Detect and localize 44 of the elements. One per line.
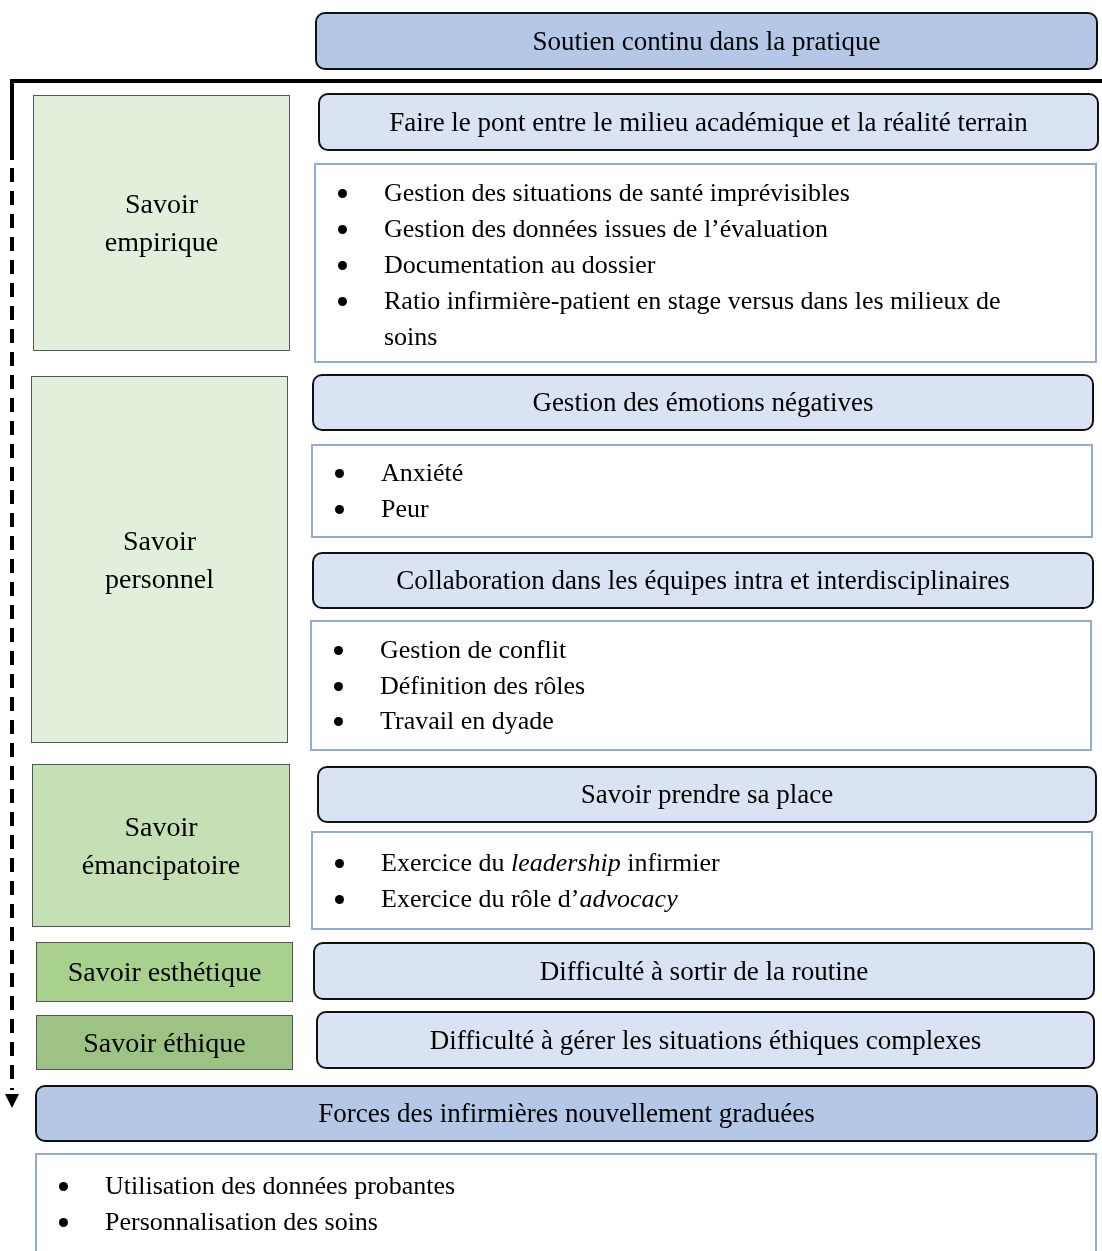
list-box (311, 831, 1093, 930)
heading-text: Faire le pont entre le milieu académique et la réalité terrain (389, 106, 1028, 138)
category-box (36, 1015, 293, 1070)
heading-box (318, 93, 1099, 151)
heading-text: Difficulté à sortir de la routine (539, 955, 869, 987)
list-item-text: Exercice du rôle d’advocacy (381, 882, 679, 915)
heading-text: Savoir prendre sa place (580, 779, 834, 810)
category-box (31, 376, 288, 743)
heading-text: Forces des infirmières nouvellement graduées (318, 1098, 815, 1129)
list-item-text: Anxiété (381, 457, 465, 490)
category-label: Savoir esthétique (67, 955, 262, 990)
category-label: Savoir personnel (104, 523, 215, 596)
list-item-text: Gestion des situations de santé imprévisibles (384, 177, 851, 210)
category-label: Savoir éthique (83, 1025, 246, 1060)
heading-box (312, 374, 1094, 431)
category-box (32, 764, 290, 927)
list-item-text: Documentation au dossier (384, 249, 657, 282)
category-label: Savoir empirique (103, 187, 220, 259)
heading-text: Gestion des émotions négatives (532, 387, 874, 418)
list-item-text: Définition des rôles (380, 669, 587, 702)
heading-box (313, 942, 1095, 1000)
heading-text: Soutien continu dans la pratique (532, 25, 881, 57)
list-box (314, 163, 1097, 363)
list-item-text: Gestion des données issues de l’évaluation (384, 213, 830, 246)
list-item-text: Gestion de conflit (380, 633, 568, 666)
heading-box (315, 12, 1098, 70)
list-box (311, 444, 1093, 538)
heading-box (312, 552, 1094, 609)
heading-box (316, 1011, 1095, 1069)
list-item-text: Travail en dyade (380, 705, 555, 738)
category-label: Savoir émancipatoire (80, 809, 242, 882)
category-box (36, 942, 293, 1002)
list-item-text: Personnalisation des soins (105, 1206, 379, 1238)
list-item-text: Ratio infirmière-patient en stage versus dans les milieux de soins (384, 284, 1002, 353)
heading-text: Collaboration dans les équipes intra et interdisciplinaires (396, 565, 1010, 596)
heading-box (317, 766, 1097, 823)
heading-text: Difficulté à gérer les situations éthiques complexes (429, 1024, 982, 1056)
list-item-text: Exercice du leadership infirmier (381, 846, 721, 879)
list-box (310, 620, 1092, 751)
list-item-text: Utilisation des données probantes (105, 1170, 457, 1203)
category-box (33, 95, 290, 351)
heading-box (35, 1085, 1098, 1142)
list-item-text: Peur (381, 493, 430, 525)
list-box (35, 1153, 1097, 1251)
